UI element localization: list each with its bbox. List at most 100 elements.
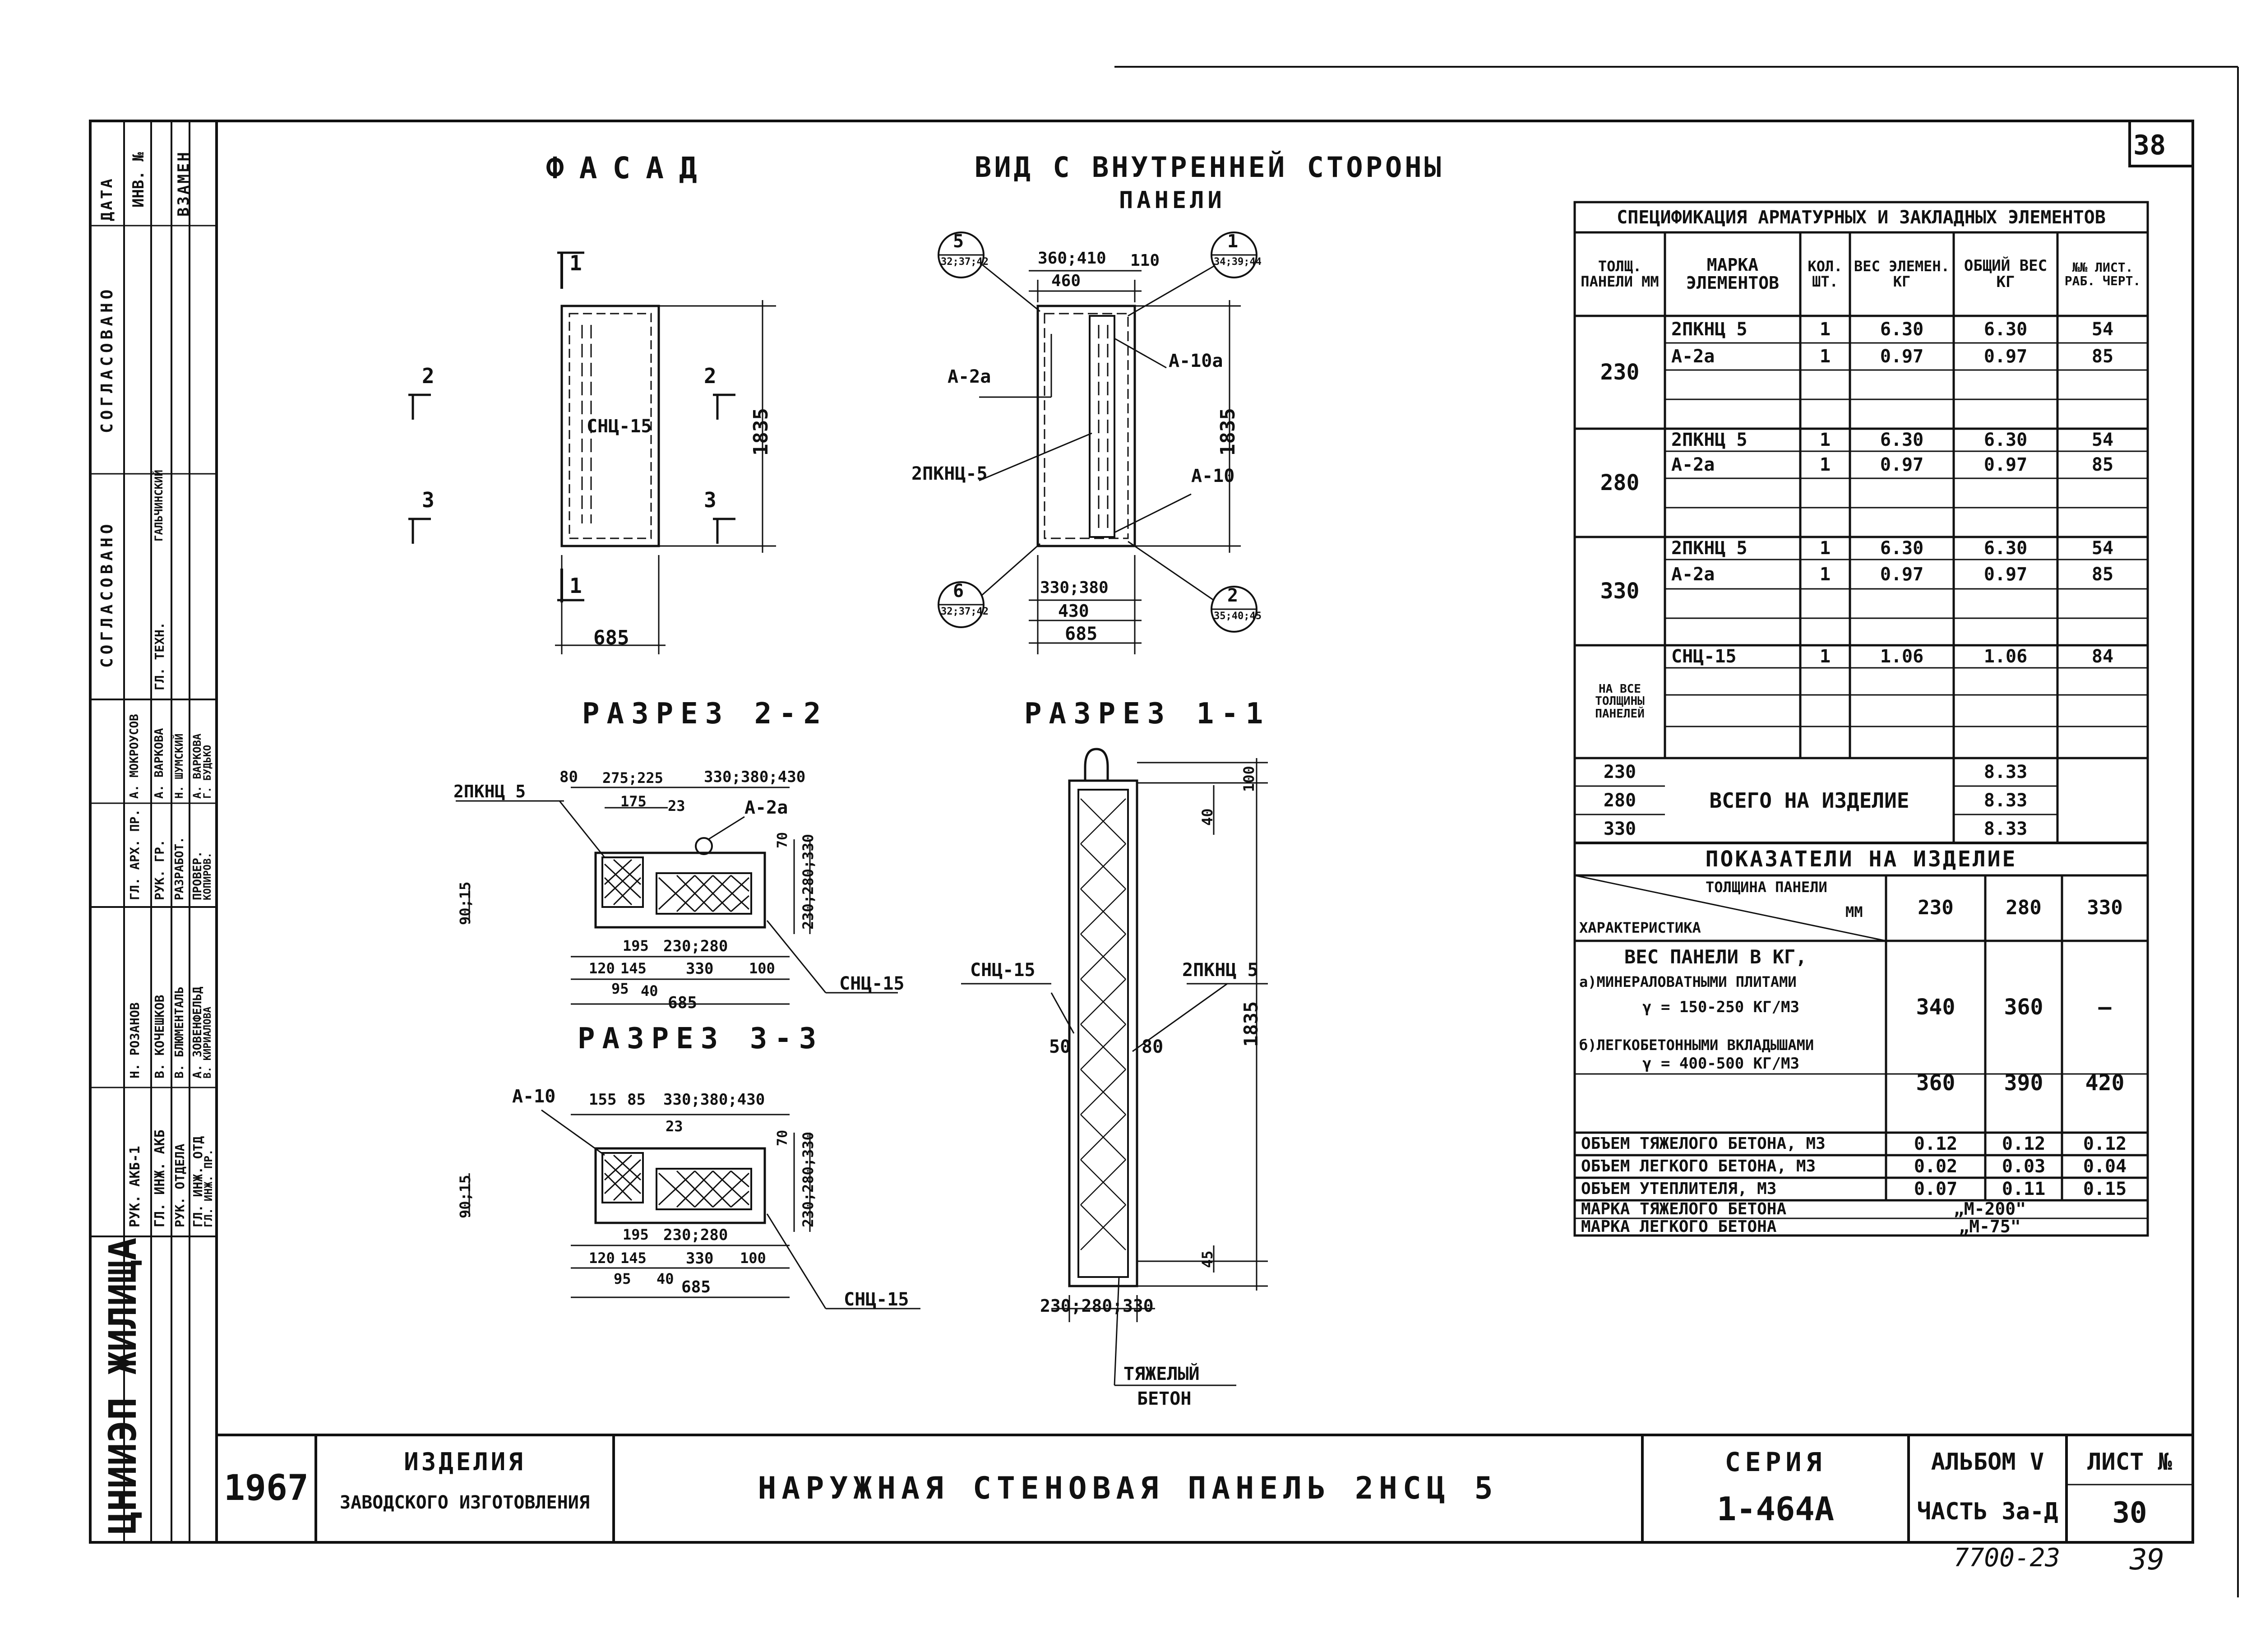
indicators-head-char: ХАРАКТЕРИСТИКА [1579, 919, 1701, 936]
s33-d195: 195 [623, 1226, 649, 1243]
stamp-name: Н. РОЗАНОВ [127, 1002, 142, 1078]
s11-label-heavy-2: БЕТОН [1137, 1388, 1192, 1409]
indicators-cell: 0.15 [2083, 1179, 2127, 1199]
spec-cell: 84 [2091, 646, 2114, 667]
s22-label-pkc: 2ПКНЦ 5 [453, 782, 526, 801]
stamp-role-b: РАЗРАБОТ. [173, 837, 186, 900]
stamp-name-b: Г. БУДЬКО [202, 745, 213, 799]
stamp-name: В. БЛЮМЕНТАЛЬ [173, 986, 186, 1079]
spec-total-thickness: 230 [1603, 762, 1637, 782]
spec-cell: 6.30 [1983, 538, 2028, 559]
spec-cell: 85 [2091, 346, 2114, 367]
s11-label-snc: СНЦ-15 [970, 960, 1036, 981]
spec-cell: 6.30 [1983, 319, 2028, 340]
s33-d230280: 230;280 [663, 1226, 728, 1244]
spec-head-thickness: ТОЛЩ. ПАНЕЛИ ММ [1581, 257, 1659, 290]
indicators-cell: 360 [2004, 995, 2043, 1020]
facade-dim-height: 1835 [749, 408, 772, 456]
facade-mark-1-top: 1 [569, 251, 582, 275]
spec-thickness-all: НА ВСЕ ТОЛЩИНЫ ПАНЕЛЕЙ [1595, 682, 1645, 721]
spec-cell: 0.97 [1880, 564, 1924, 585]
tb-album: АЛЬБОМ V [1931, 1448, 2044, 1476]
s22-d9015: 90;15 [457, 881, 474, 925]
inner-dim-bot-a: 330;380 [1040, 578, 1109, 597]
s11-d40: 40 [1199, 808, 1216, 826]
stamp-role-b: ГЛ. АРХ. ПР. [127, 809, 142, 900]
title-inner-view-2: ПАНЕЛИ [1119, 187, 1225, 214]
spec-total-label: ВСЕГО НА ИЗДЕЛИЕ [1709, 788, 1909, 813]
tables-grid [1573, 201, 2149, 1237]
tb-category-2: ЗАВОДСКОГО ИЗГОТОВЛЕНИЯ [340, 1492, 590, 1513]
s11-d100: 100 [1240, 766, 1257, 792]
spec-cell: 1.06 [1983, 646, 2028, 667]
indicators-row-e-label: ОБЪЕМ УТЕПЛИТЕЛЯ, М3 [1581, 1180, 1777, 1199]
spec-cell: 0.97 [1983, 564, 2028, 585]
section-1-1-drawing [961, 748, 1268, 1386]
spec-head-mark: МАРКА ЭЛЕМЕНТОВ [1686, 255, 1779, 293]
indicators-row-g-value: „М-75" [1959, 1217, 2021, 1237]
s11-d1835: 1835 [1240, 1001, 1262, 1047]
indicators-col: 330 [2087, 896, 2123, 920]
s22-d95: 95 [611, 980, 629, 997]
stamp-role: РУК. АКБ-1 [127, 1146, 143, 1227]
s22-d275: 275;225 [602, 769, 663, 787]
spec-cell: 0.97 [1880, 454, 1924, 475]
spec-total-value: 8.33 [1983, 818, 2028, 839]
indicators-cell: 0.07 [1914, 1179, 1958, 1199]
s33-d95: 95 [614, 1270, 631, 1287]
s33-d155: 155 [589, 1091, 617, 1109]
stamp-role: ГЛ. ИНЖ. ПР. [202, 1149, 215, 1227]
inner-view-drawing [938, 231, 1257, 654]
bottom-page: 39 [2130, 1543, 2165, 1577]
s22-d330: 330;380;430 [704, 768, 806, 786]
stamp-instead: ВЗАМЕН [175, 150, 193, 217]
tb-part: ЧАСТЬ 3а-Д [1917, 1498, 2058, 1525]
spec-cell: 0.97 [1983, 454, 2028, 475]
indicators-row-b-1: б)ЛЕГКОБЕТОННЫМИ ВКЛАДЫШАМИ [1579, 1037, 1814, 1054]
s22-dv: 230;280;330 [800, 834, 817, 930]
stamp-date: ДАТА [98, 177, 116, 221]
facade-mark-3-left: 3 [422, 488, 435, 512]
stamp-role-b: КОПИРОВ. [202, 852, 213, 900]
indicators-cell: 0.11 [2002, 1179, 2046, 1199]
s33-d9015: 90;15 [457, 1175, 474, 1218]
indicators-row-a-2: γ = 150-250 КГ/М3 [1642, 998, 1799, 1016]
bottom-note: 7700-23 [1954, 1543, 2061, 1573]
spec-cell: 2ПКНЦ 5 [1671, 538, 1747, 559]
callout-6: 6 [953, 581, 964, 602]
s11-label-heavy-1: ТЯЖЕЛЫЙ [1123, 1364, 1200, 1384]
spec-cell: 54 [2091, 319, 2114, 340]
s11-d80: 80 [1142, 1037, 1164, 1057]
tb-name: НАРУЖНАЯ СТЕНОВАЯ ПАНЕЛЬ 2НСЦ 5 [758, 1471, 1498, 1507]
s22-d40: 40 [641, 982, 658, 1000]
tb-sheet-label: ЛИСТ № [2087, 1448, 2172, 1476]
facade-mark-1-bottom: 1 [569, 574, 582, 598]
stamp-agreed-1: СОГЛАСОВАНО [98, 520, 116, 668]
s22-d100: 100 [749, 960, 775, 977]
sheet-frame [89, 120, 2194, 1544]
spec-cell: СНЦ-15 [1671, 646, 1737, 667]
s22-d145: 145 [620, 960, 647, 977]
indicators-cell: 0.12 [1914, 1134, 1958, 1154]
indicators-row-c-label: ОБЪЕМ ТЯЖЕЛОГО БЕТОНА, М3 [1581, 1134, 1826, 1153]
spec-cell: 54 [2091, 538, 2114, 559]
indicators-row-f-value: „М-200" [1953, 1199, 2026, 1219]
indicators-cell: 0.12 [2002, 1134, 2046, 1154]
spec-thickness-280: 280 [1600, 470, 1640, 495]
spec-cell: 2ПКНЦ 5 [1671, 430, 1747, 450]
callout-1-sub: 34;39;44 [1214, 256, 1262, 268]
spec-cell: 6.30 [1983, 430, 2028, 450]
s33-d330b: 330 [686, 1249, 714, 1268]
facade-mark-2-left: 2 [422, 364, 435, 388]
s11-d45: 45 [1199, 1250, 1216, 1268]
callout-1: 1 [1227, 231, 1239, 252]
stamp-name-b: А. ВАРКОВА [153, 728, 166, 799]
callout-5: 5 [953, 231, 964, 252]
indicators-cell: 360 [1916, 1070, 1956, 1096]
indicators-cell: 0.12 [2083, 1134, 2127, 1154]
spec-total-value: 8.33 [1983, 790, 2028, 811]
s33-d40: 40 [656, 1270, 674, 1287]
section-2-2-drawing [456, 787, 898, 1005]
indicators-cell: 420 [2085, 1070, 2125, 1096]
spec-cell: 85 [2091, 454, 2114, 475]
